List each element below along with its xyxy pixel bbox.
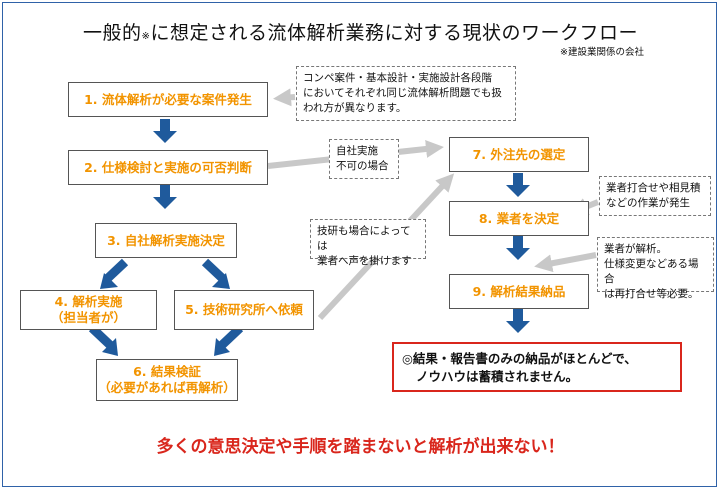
gray-arrow-note5 (534, 252, 597, 273)
gray-arrow-note1 (273, 88, 296, 107)
step-9-box: 9. 解析結果納品 (449, 274, 589, 309)
note-vendor-meeting: 業者打合せや相見積 などの作業が発生 (599, 176, 711, 216)
arrow-3-5 (201, 258, 226, 282)
note-2-line-1: 自社実施 (336, 145, 378, 157)
note-4-line-2: などの作業が発生 (606, 197, 690, 209)
arrow-3-4 (104, 258, 129, 282)
note-5-line-1: 業者が解析。 (604, 243, 667, 255)
arrow-9-result (506, 309, 530, 333)
note-2-line-2: 不可の場合 (336, 160, 389, 172)
step-6-box: 6. 結果検証 （必要があれば再解析） (96, 359, 238, 401)
note-project-stages: コンペ案件・基本設計・実施設計各段階 においてそれぞれ同じ流体解析問題でも扱 わ… (296, 66, 516, 121)
step-6-sublabel: （必要があれば再解析） (98, 380, 236, 395)
note-1-line-1: コンペ案件・基本設計・実施設計各段階 (303, 72, 492, 84)
step-3-box: 3. 自社解析実施決定 (95, 223, 237, 258)
result-line-1: ◎結果・報告書のみの納品がほとんどで、 (402, 351, 637, 366)
note-5-line-2: 仕様変更などある場合 (604, 258, 699, 285)
note-1-line-2: においてそれぞれ同じ流体解析問題でも扱 (303, 87, 502, 99)
note-vendor-analysis: 業者が解析。 仕様変更などある場合 は再打合せ等必要。 (597, 237, 714, 300)
step-8-box: 8. 業者を決定 (449, 201, 589, 236)
diagram-title: 一般的※に想定される流体解析業務に対する現状のワークフロー (83, 22, 638, 44)
step-7-box: 7. 外注先の選定 (449, 137, 589, 172)
note-3-line-2: 業者へ声を掛けます (317, 255, 412, 267)
step-4-box: 4. 解析実施 （担当者が） (20, 290, 157, 330)
arrow-8-9 (506, 236, 530, 260)
step-2-box: 2. 仕様検討と実施の可否判断 (68, 150, 268, 185)
result-box: ◎結果・報告書のみの納品がほとんどで、 ノウハウは蓄積されません。 (392, 342, 682, 392)
step-4-sublabel: （担当者が） (50, 310, 126, 325)
note-inhouse-impossible: 自社実施 不可の場合 (329, 139, 399, 179)
note-1-line-3: われ方が異なります。 (303, 102, 407, 114)
arrow-1-2 (153, 119, 177, 143)
arrow-7-8 (506, 173, 530, 197)
step-1-box: 1. 流体解析が必要な案件発生 (68, 82, 268, 117)
arrow-5-6 (218, 324, 244, 349)
conclusion-text: 多くの意思決定や手順を踏まないと解析が出来ない！ (156, 437, 565, 457)
note-5-line-3: は再打合せ等必要。 (604, 288, 699, 300)
company-note: ※建設業関係の会社 (560, 47, 644, 58)
note-4-line-1: 業者打合せや相見積 (606, 182, 701, 194)
arrow-2-3 (153, 185, 177, 209)
note-3-line-1: 技研も場合によっては (317, 225, 411, 252)
note-lab-contact: 技研も場合によっては 業者へ声を掛けます (310, 219, 426, 267)
result-line-2: ノウハウは蓄積されません。 (416, 369, 579, 384)
arrow-4-6 (88, 324, 114, 349)
step-4-label: 4. 解析実施 (54, 294, 123, 309)
step-5-box: 5. 技術研究所へ依頼 (174, 290, 314, 330)
step-6-label: 6. 結果検証 (133, 364, 201, 379)
